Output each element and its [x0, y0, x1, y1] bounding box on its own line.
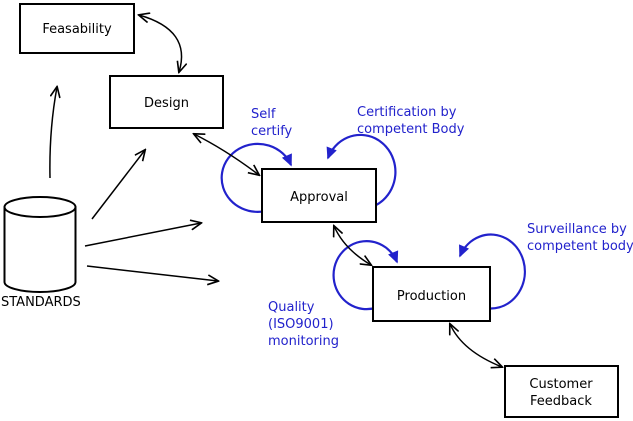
customer-feedback-label-line1: Customer: [529, 377, 593, 392]
design-label: Design: [144, 96, 189, 111]
edge-standards-approval: [84, 223, 201, 247]
standards-label: STANDARDS: [1, 295, 81, 310]
edge-production-customer-feedback: [450, 324, 502, 367]
approval-label: Approval: [290, 190, 348, 205]
approval-node: [261, 168, 377, 223]
cylinder-body: [3, 207, 77, 293]
quality-label-line1: Quality: [268, 300, 315, 315]
cylinder-top: [3, 196, 77, 218]
quality-label-line2: (ISO9001): [268, 317, 334, 332]
self-certify-label-line2: certify: [251, 124, 293, 139]
feasability-label: Feasability: [42, 22, 112, 37]
self-loop-quality-monitoring: [332, 240, 399, 311]
edge-standards-design: [91, 150, 145, 220]
design-node: [109, 75, 224, 129]
self-certify-label-line1: Self: [251, 107, 276, 122]
production-label: Production: [397, 289, 466, 304]
quality-label-line3: monitoring: [268, 334, 339, 349]
edge-standards-production: [86, 265, 218, 281]
surveillance-label-line1: Surveillance by: [527, 222, 627, 237]
edge-design-approval: [194, 134, 259, 175]
certification-label-line2: competent Body: [357, 122, 465, 137]
production-node: [372, 266, 491, 322]
surveillance-label-line2: competent body: [527, 239, 633, 254]
certification-label-line1: Certification by: [357, 105, 457, 120]
feasability-node: [19, 3, 135, 54]
edge-standards-feasability: [49, 87, 57, 179]
edge-approval-production: [334, 226, 371, 265]
standards-cylinder: [3, 196, 77, 293]
edge-feasability-design: [139, 15, 182, 72]
self-loop-surveillance: [458, 233, 526, 310]
customer-feedback-node: [504, 365, 619, 418]
customer-feedback-label-line2: Feedback: [530, 394, 592, 409]
